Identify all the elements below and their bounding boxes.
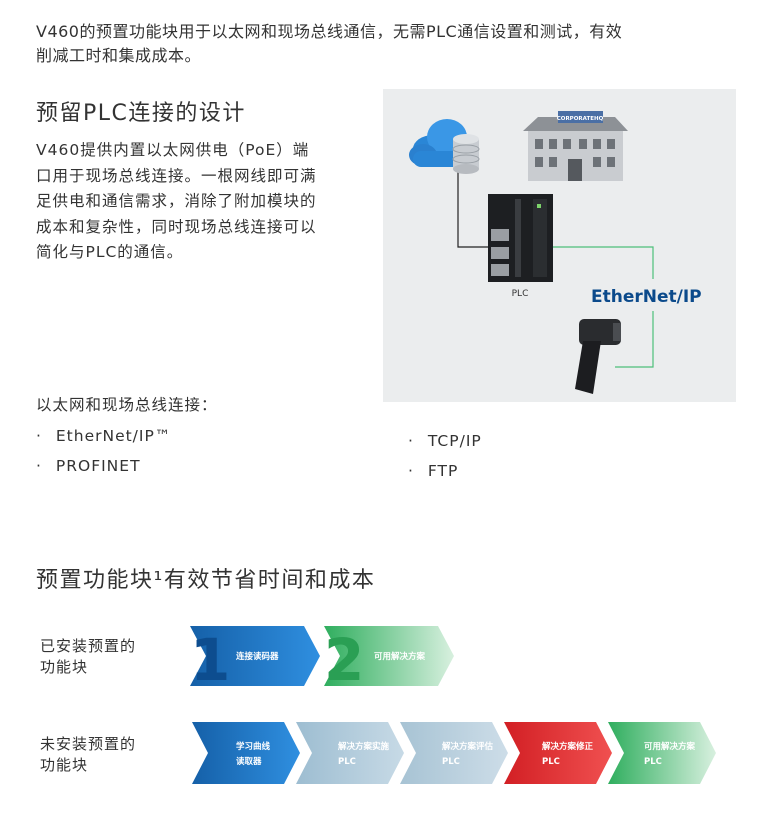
bullet-item: · TCP/IP [408, 432, 482, 450]
body-line: 成本和复杂性，同时现场总线连接可以 [36, 217, 317, 236]
section-body-plc: V460提供内置以太网供电（PoE）端 口用于现场总线连接。一根网线即可满 足供… [36, 138, 376, 266]
step-text: 可用解决方案 [374, 651, 426, 662]
plc-to-ethernet-line [553, 246, 654, 279]
plc-icon [488, 194, 553, 282]
bullet-dot: · [408, 432, 414, 450]
process-not-installed: 学习曲线 读取器 解决方案实施 PLC 解决方案评估 PLC 解决方案修正 PL… [192, 722, 716, 784]
step-text: PLC [644, 757, 662, 767]
step-number: 2 [324, 626, 364, 686]
ethernet-to-reader-line [615, 311, 654, 368]
step-text: PLC [338, 757, 356, 767]
step-text: 连接读码器 [236, 651, 279, 662]
step-number: 1 [190, 626, 230, 686]
building-sign: CORPORATEHQ [557, 116, 604, 122]
step-text: 解决方案修正 [542, 741, 594, 752]
body-line: 口用于现场总线连接。一根网线即可满 [36, 166, 317, 185]
bullet-text: TCP/IP [427, 432, 482, 450]
step-text: 可用解决方案 [644, 741, 696, 752]
intro-paragraph: V460的预置功能块用于以太网和现场总线通信，无需PLC通信设置和测试，有效 削… [36, 20, 726, 68]
network-diagram: CORPORATEHQ PLC EtherNet/IP [383, 89, 736, 402]
step-text: 解决方案评估 [442, 741, 494, 752]
row-label-installed: 已安装预置的 功能块 [40, 636, 136, 678]
process-step: 解决方案修正 PLC [504, 722, 612, 784]
intro-line-2: 削减工时和集成成本。 [36, 46, 202, 65]
intro-line-1: V460的预置功能块用于以太网和现场总线通信，无需PLC通信设置和测试，有效 [36, 22, 623, 41]
bullet-dot: · [36, 427, 42, 445]
cloud-to-plc-line [457, 164, 493, 248]
process-step: 2 可用解决方案 [324, 626, 454, 686]
section-title-plc: 预留PLC连接的设计 [36, 101, 246, 126]
bullet-dot: · [408, 462, 414, 480]
step-text: PLC [442, 757, 460, 767]
plc-label: PLC [512, 289, 529, 299]
bullet-text: FTP [427, 462, 459, 480]
section-title-function-blocks: 预置功能块¹有效节省时间和成本 [36, 568, 376, 593]
ethernet-ip-logo: EtherNet/IP [591, 287, 702, 307]
process-step: 1 连接读码器 [190, 626, 320, 686]
process-step: 可用解决方案 PLC [608, 722, 716, 784]
barcode-reader-icon [575, 319, 621, 394]
step-text: PLC [542, 757, 560, 767]
step-text: 学习曲线 [236, 741, 271, 752]
connections-heading: 以太网和现场总线连接： [36, 396, 218, 414]
row-label-line: 功能块 [40, 756, 89, 774]
body-line: V460提供内置以太网供电（PoE）端 [36, 141, 310, 159]
bullet-item: · EtherNet/IP™ [36, 427, 171, 445]
step-text: 读取器 [236, 756, 262, 767]
row-label-not-installed: 未安装预置的 功能块 [40, 734, 136, 776]
row-label-line: 未安装预置的 [40, 735, 137, 753]
bullet-dot: · [36, 457, 42, 475]
database-icon [452, 134, 480, 174]
building-icon: CORPORATEHQ [523, 111, 628, 181]
process-step: 学习曲线 读取器 [192, 722, 300, 784]
bullet-text: EtherNet/IP™ [55, 427, 172, 445]
step-text: 解决方案实施 [338, 741, 390, 752]
bullet-text: PROFINET [55, 457, 141, 475]
bullet-item: · PROFINET [36, 457, 141, 475]
process-installed: 1 连接读码器 2 可用解决方案 [190, 626, 454, 686]
network-diagram-svg: CORPORATEHQ PLC EtherNet/IP [409, 111, 702, 394]
bullet-item: · FTP [408, 462, 458, 480]
body-line: 足供电和通信需求，消除了附加模块的 [36, 192, 317, 210]
row-label-line: 已安装预置的 [40, 637, 137, 655]
process-step: 解决方案评估 PLC [400, 722, 508, 784]
process-step: 解决方案实施 PLC [296, 722, 404, 784]
row-label-line: 功能块 [40, 658, 89, 676]
body-line: 简化与PLC的通信。 [36, 243, 184, 261]
